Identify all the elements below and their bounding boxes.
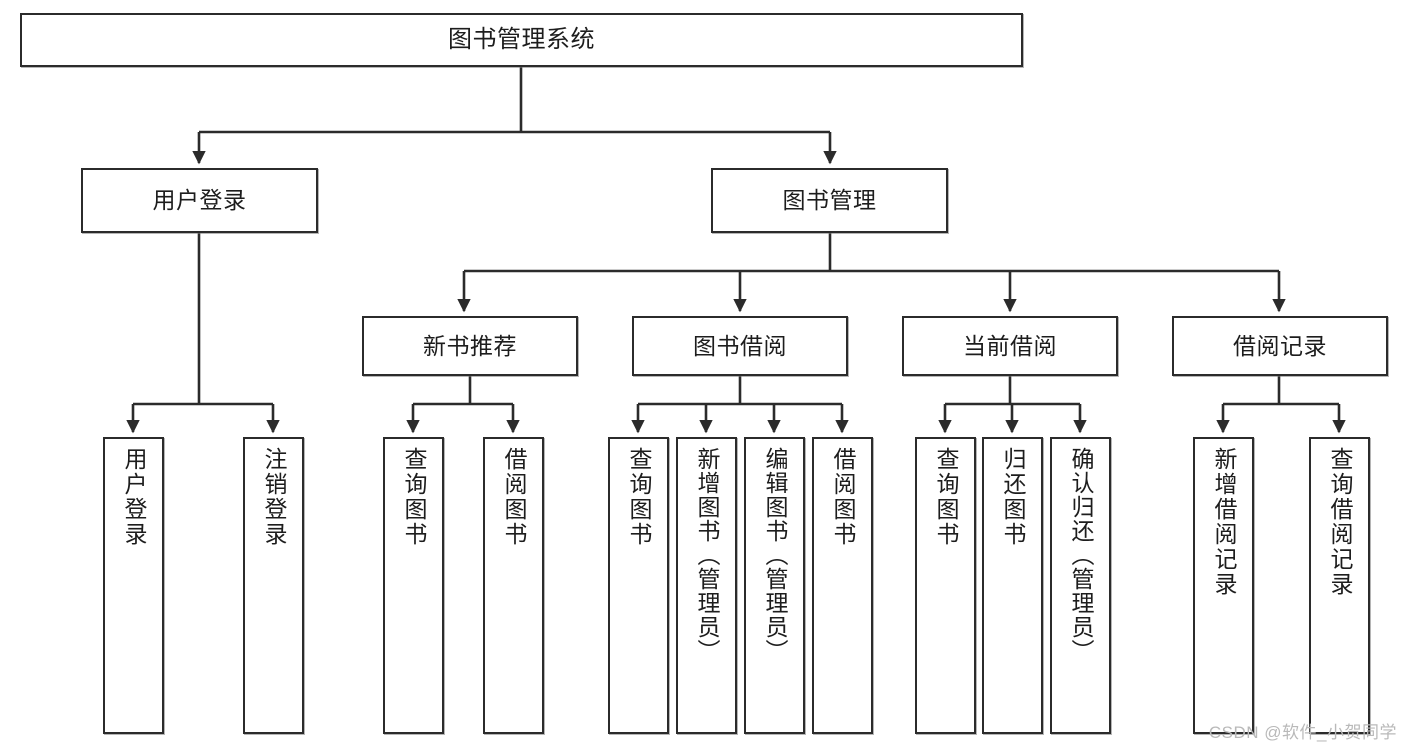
node-leaf-query-borrow-record[interactable]: 查询借阅记录 (1309, 437, 1370, 734)
node-book-borrowing[interactable]: 图书借阅 (632, 316, 848, 376)
node-label: 新增图书（管理员） (694, 447, 720, 663)
node-book-management[interactable]: 图书管理 (711, 168, 948, 233)
node-label: 确认归还（管理员） (1068, 447, 1094, 663)
node-leaf-confirm-return-admin[interactable]: 确认归还（管理员） (1050, 437, 1111, 734)
node-label: 图书管理系统 (448, 26, 595, 54)
node-label: 借阅图书 (501, 447, 527, 547)
node-label: 查询图书 (626, 447, 652, 547)
node-new-book-recommendation[interactable]: 新书推荐 (362, 316, 578, 376)
node-label: 图书管理 (782, 187, 877, 214)
node-leaf-query-books-borrowing[interactable]: 查询图书 (608, 437, 669, 734)
node-label: 用户登录 (121, 447, 147, 547)
node-label: 查询图书 (401, 447, 427, 547)
node-current-borrowing[interactable]: 当前借阅 (902, 316, 1118, 376)
node-root-book-management-system[interactable]: 图书管理系统 (20, 13, 1023, 67)
node-leaf-user-login[interactable]: 用户登录 (103, 437, 164, 734)
node-label: 借阅图书 (830, 447, 856, 547)
node-label: 查询图书 (933, 447, 959, 547)
node-label: 编辑图书（管理员） (762, 447, 788, 663)
node-label: 当前借阅 (963, 332, 1057, 359)
node-leaf-add-borrow-record[interactable]: 新增借阅记录 (1193, 437, 1254, 734)
node-user-login[interactable]: 用户登录 (81, 168, 318, 233)
node-borrowing-records[interactable]: 借阅记录 (1172, 316, 1388, 376)
node-label: 用户登录 (152, 187, 247, 214)
node-leaf-borrow-books-recommendation[interactable]: 借阅图书 (483, 437, 544, 734)
node-leaf-add-book-admin[interactable]: 新增图书（管理员） (676, 437, 737, 734)
node-label: 借阅记录 (1233, 332, 1327, 359)
node-leaf-query-books-current[interactable]: 查询图书 (915, 437, 976, 734)
csdn-watermark: CSDN @软件_小贺同学 (1208, 723, 1397, 742)
node-label: 新书推荐 (423, 332, 517, 359)
node-label: 新增借阅记录 (1211, 447, 1237, 597)
node-leaf-borrow-books-borrowing[interactable]: 借阅图书 (812, 437, 873, 734)
node-leaf-query-books-recommendation[interactable]: 查询图书 (383, 437, 444, 734)
node-label: 归还图书 (1000, 447, 1026, 547)
node-leaf-logout[interactable]: 注销登录 (243, 437, 304, 734)
node-leaf-return-books[interactable]: 归还图书 (982, 437, 1043, 734)
node-label: 图书借阅 (693, 332, 787, 359)
node-label: 注销登录 (261, 447, 287, 547)
node-leaf-edit-book-admin[interactable]: 编辑图书（管理员） (744, 437, 805, 734)
node-label: 查询借阅记录 (1327, 447, 1353, 597)
